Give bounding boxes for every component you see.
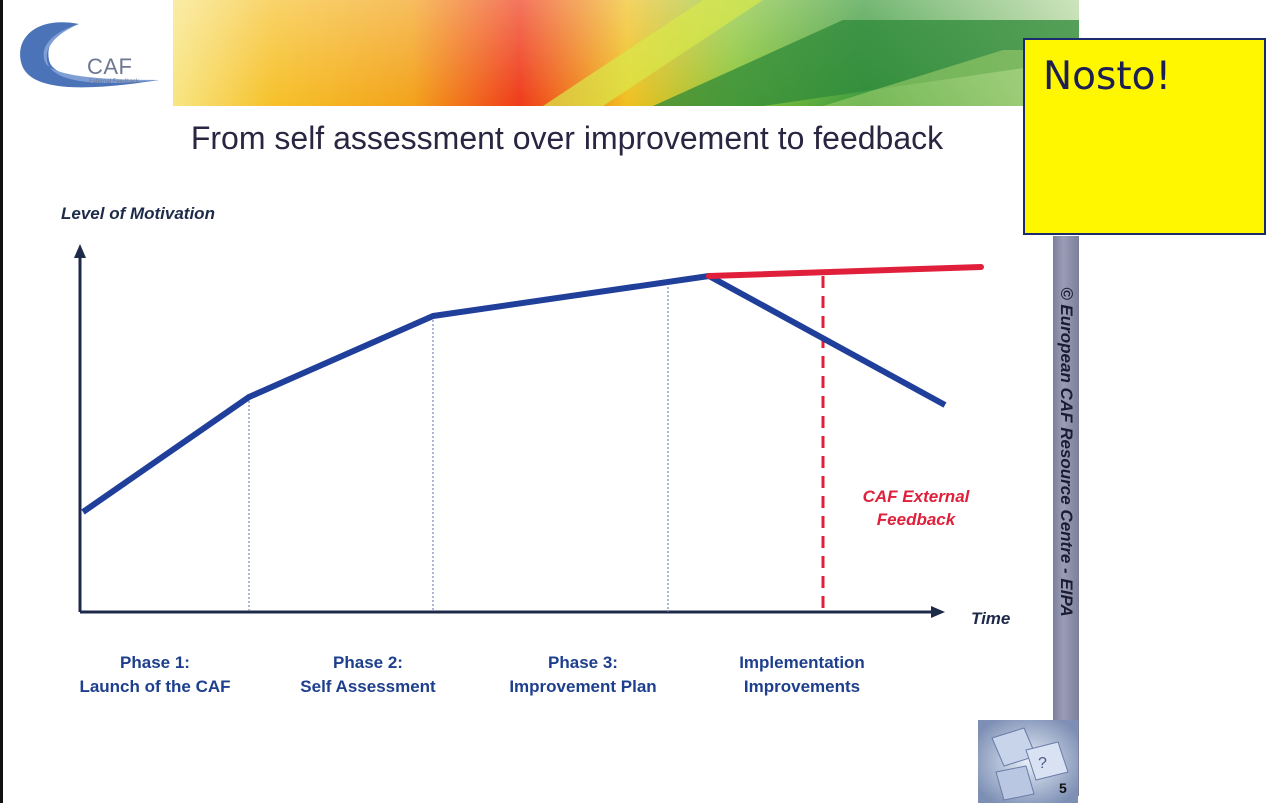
phase-label-2: Phase 2: Self Assessment (268, 651, 468, 699)
phase-label-2-line1: Phase 2: (333, 653, 403, 672)
caf-logo-text: CAF (87, 54, 133, 79)
phase-label-4-line1: Implementation (739, 653, 865, 672)
slide-number: 5 (1059, 780, 1067, 796)
phase-label-2-line2: Self Assessment (300, 677, 436, 696)
banner-gradient (3, 0, 1079, 106)
side-strip (1053, 236, 1079, 796)
x-axis-label: Time (971, 609, 1011, 628)
copyright-text: © European CAF Resource Centre - EIPA (1057, 287, 1076, 617)
presentation-slide: CAF External Feedback From self assessme… (0, 0, 1079, 803)
phase-label-3-line2: Improvement Plan (509, 677, 657, 696)
phase-label-4: Implementation Improvements (702, 651, 902, 699)
phase-label-1-line2: Launch of the CAF (79, 677, 231, 696)
feedback-line (706, 264, 984, 279)
header-banner: CAF External Feedback (3, 0, 1079, 106)
feedback-label-line1: CAF External (862, 487, 970, 506)
x-axis-arrowhead (931, 606, 945, 618)
y-axis-arrowhead (74, 244, 86, 258)
y-axis-label: Level of Motivation (61, 204, 215, 223)
sticky-note-text: Nosto! (1043, 54, 1172, 99)
motivation-diagram (74, 244, 984, 618)
phase-label-3: Phase 3: Improvement Plan (483, 651, 683, 699)
caf-logo-subtext: External Feedback (89, 79, 140, 85)
phase-label-1-line1: Phase 1: (120, 653, 190, 672)
caf-logo: CAF External Feedback (9, 10, 169, 100)
feedback-label: CAF External Feedback (841, 485, 991, 531)
phase-label-4-line2: Improvements (743, 677, 861, 696)
phase-label-3-line1: Phase 3: (548, 653, 618, 672)
svg-text:?: ? (1038, 755, 1047, 772)
sticky-note[interactable]: Nosto! (1023, 38, 1266, 235)
phase-label-1: Phase 1: Launch of the CAF (55, 651, 255, 699)
feedback-label-line2: Feedback (876, 510, 956, 529)
motivation-line (81, 273, 947, 515)
keyboard-help-image: ? (978, 720, 1078, 803)
caf-logo-swoosh (20, 22, 160, 88)
slide-title: From self assessment over improvement to… (190, 120, 944, 156)
help-key-icon: ? (978, 720, 1078, 803)
